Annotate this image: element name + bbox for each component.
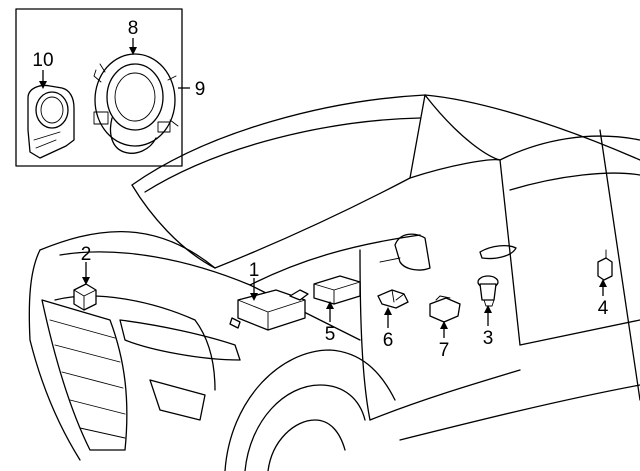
callout-2: 2 [81,244,92,265]
callout-7: 7 [439,340,450,361]
callout-10: 10 [32,50,53,71]
airbag-control-module [229,289,309,331]
callout-3: 3 [483,328,494,349]
clock-spring [93,53,179,154]
callout-9: 9 [195,79,206,100]
callout-4: 4 [598,298,609,319]
steering-angle-sensor [27,84,75,159]
front-impact-sensor [73,283,97,311]
door-pressure-sensor [477,275,499,307]
side-impact-sensor-rear [597,249,613,281]
side-impact-sensor-front [377,289,409,309]
callout-1: 1 [249,260,260,281]
callout-6: 6 [383,330,394,351]
callout-labels: 1 2 3 4 5 6 7 8 9 10 [32,18,608,361]
control-unit [313,275,361,305]
callout-5: 5 [325,324,336,345]
vehicle-body [28,94,640,471]
callout-8: 8 [128,18,139,39]
side-impact-sensor-center [429,295,461,323]
callout-arrows [39,38,607,338]
